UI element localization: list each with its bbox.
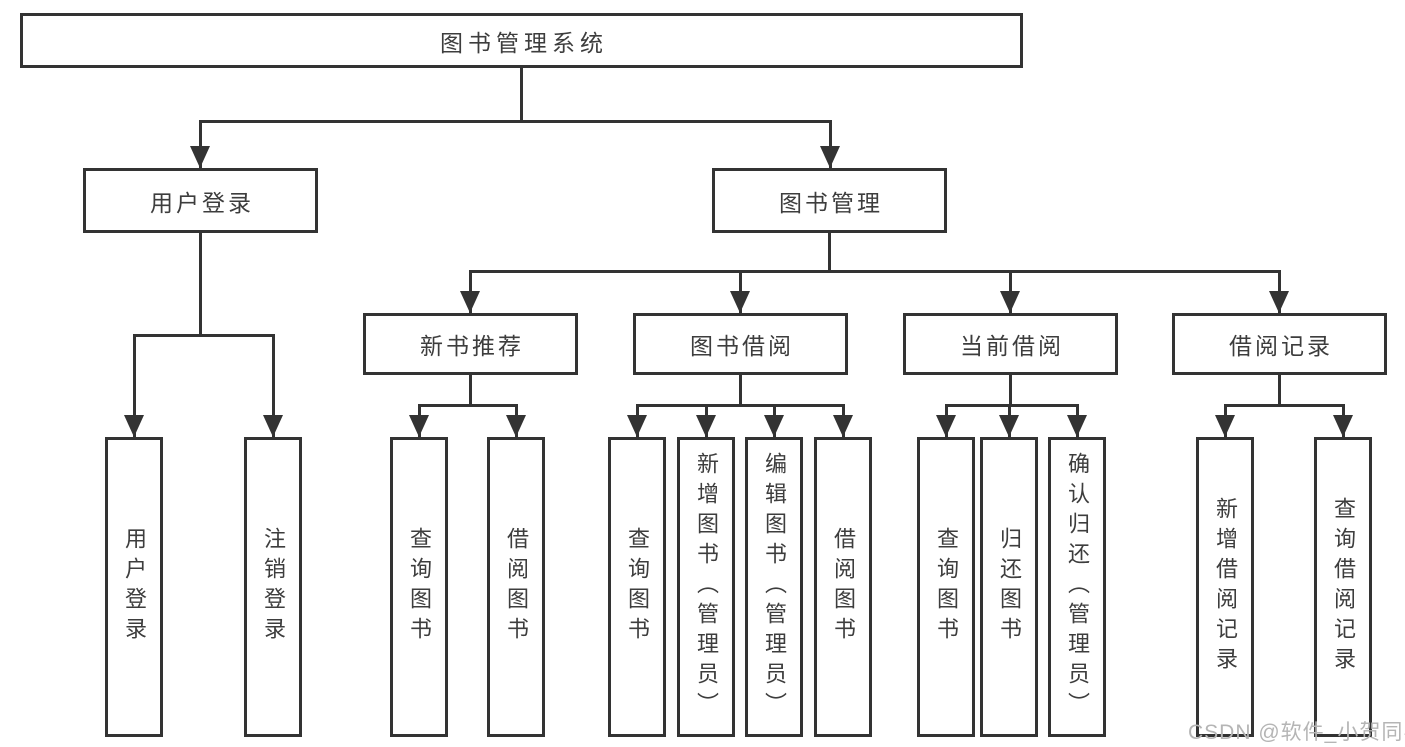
- node-label: 借阅图书: [504, 527, 529, 647]
- node-label: 图书管理系统: [440, 29, 608, 56]
- node-label: 查询图书: [625, 527, 650, 647]
- connector-line: [133, 334, 275, 337]
- arrow-down-icon: [1269, 291, 1289, 313]
- node-label: 用户登录: [122, 527, 147, 647]
- leaf-query-books-2: 查询图书: [608, 437, 666, 737]
- arrow-down-icon: [764, 415, 784, 437]
- node-label: 借阅图书: [831, 527, 856, 647]
- arrow-down-icon: [190, 146, 210, 168]
- connector-line: [1224, 404, 1345, 407]
- arrow-down-icon: [696, 415, 716, 437]
- node-label: 用户登录: [150, 189, 254, 216]
- node-current-borrow: 当前借阅: [903, 313, 1118, 375]
- node-library-system: 图书管理系统: [20, 13, 1023, 68]
- node-book-management: 图书管理: [712, 168, 947, 233]
- node-label: 新增借阅记录: [1213, 497, 1238, 677]
- connector-line: [199, 120, 832, 123]
- node-book-borrow: 图书借阅: [633, 313, 848, 375]
- connector-line: [828, 233, 831, 272]
- node-label: 图书借阅: [690, 333, 794, 359]
- connector-line: [1009, 375, 1012, 406]
- arrow-down-icon: [506, 415, 526, 437]
- leaf-return-book: 归还图书: [980, 437, 1038, 737]
- arrow-down-icon: [627, 415, 647, 437]
- node-label: 查询图书: [934, 527, 959, 647]
- arrow-down-icon: [999, 415, 1019, 437]
- arrow-down-icon: [1333, 415, 1353, 437]
- connector-line: [1278, 375, 1281, 406]
- arrow-down-icon: [1000, 291, 1020, 313]
- connector-line: [469, 375, 472, 406]
- node-label: 当前借阅: [960, 333, 1064, 359]
- leaf-add-book-admin: 新增图书（管理员）: [677, 437, 735, 737]
- connector-line: [636, 404, 845, 407]
- arrow-down-icon: [833, 415, 853, 437]
- arrow-down-icon: [124, 415, 144, 437]
- connector-line: [418, 404, 518, 407]
- node-user-login: 用户登录: [83, 168, 318, 233]
- arrow-down-icon: [730, 291, 750, 313]
- arrow-down-icon: [460, 291, 480, 313]
- connector-line: [133, 334, 136, 437]
- connector-line: [272, 334, 275, 437]
- watermark: CSDN @软件_小贺同学: [1188, 721, 1405, 744]
- connector-line: [469, 270, 1281, 273]
- connector-line: [199, 233, 202, 336]
- node-label: 归还图书: [997, 527, 1022, 647]
- connector-line: [199, 120, 202, 168]
- node-label: 确认归还（管理员）: [1065, 452, 1090, 722]
- leaf-query-books-1: 查询图书: [390, 437, 448, 737]
- node-label: 借阅记录: [1229, 333, 1333, 359]
- connector-line: [945, 404, 1079, 407]
- arrow-down-icon: [820, 146, 840, 168]
- leaf-logout: 注销登录: [244, 437, 302, 737]
- node-label: 图书管理: [779, 189, 883, 216]
- leaf-borrow-books-2: 借阅图书: [814, 437, 872, 737]
- node-new-book-recommend: 新书推荐: [363, 313, 578, 375]
- node-borrow-records: 借阅记录: [1172, 313, 1387, 375]
- connector-line: [739, 375, 742, 406]
- leaf-query-borrow-record: 查询借阅记录: [1314, 437, 1372, 737]
- leaf-borrow-books-1: 借阅图书: [487, 437, 545, 737]
- leaf-confirm-return-admin: 确认归还（管理员）: [1048, 437, 1106, 737]
- node-label: 查询图书: [407, 527, 432, 647]
- arrow-down-icon: [1067, 415, 1087, 437]
- node-label: 新书推荐: [420, 333, 524, 359]
- connector-line: [829, 120, 832, 168]
- arrow-down-icon: [409, 415, 429, 437]
- leaf-add-borrow-record: 新增借阅记录: [1196, 437, 1254, 737]
- leaf-edit-book-admin: 编辑图书（管理员）: [745, 437, 803, 737]
- connector-line: [520, 68, 523, 122]
- node-label: 编辑图书（管理员）: [762, 452, 787, 722]
- node-label: 新增图书（管理员）: [694, 452, 719, 722]
- node-label: 查询借阅记录: [1331, 497, 1356, 677]
- arrow-down-icon: [263, 415, 283, 437]
- leaf-user-login: 用户登录: [105, 437, 163, 737]
- node-label: 注销登录: [261, 527, 286, 647]
- arrow-down-icon: [936, 415, 956, 437]
- leaf-query-books-3: 查询图书: [917, 437, 975, 737]
- arrow-down-icon: [1215, 415, 1235, 437]
